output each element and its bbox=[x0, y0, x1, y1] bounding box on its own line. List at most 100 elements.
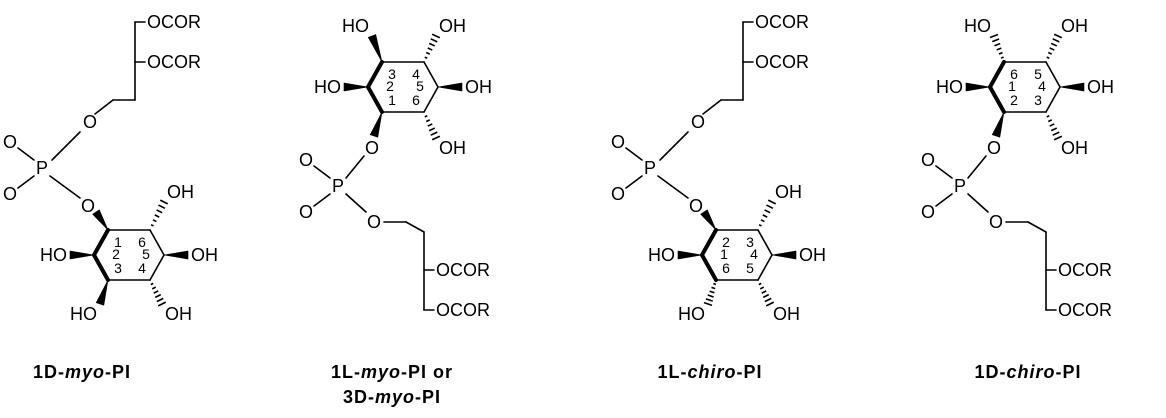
hydroxyl-label: OH bbox=[191, 245, 218, 265]
hydroxyl-label: OH bbox=[1061, 16, 1088, 36]
hashed-bond bbox=[150, 199, 169, 227]
hydroxyl-label: OH bbox=[165, 304, 192, 324]
ring-position-number: 4 bbox=[1038, 78, 1046, 94]
wedge-bond bbox=[69, 250, 95, 260]
wedge-bond bbox=[367, 34, 383, 63]
bond bbox=[1027, 221, 1047, 233]
hashed-bond bbox=[1046, 33, 1063, 59]
ring-position-number: 5 bbox=[1034, 66, 1042, 82]
oxygen-label: O bbox=[367, 212, 381, 232]
phosphorus-label: P bbox=[644, 158, 656, 178]
acyl-ester-label: OCOR bbox=[1058, 300, 1112, 320]
bond bbox=[49, 175, 81, 199]
oxygen-label: O bbox=[989, 212, 1003, 232]
ring-bond bbox=[1045, 86, 1061, 113]
bond bbox=[625, 147, 643, 161]
acyl-ester-label: OCOR bbox=[436, 260, 490, 280]
ring-bond bbox=[1045, 61, 1061, 88]
bond bbox=[935, 193, 953, 207]
ring-bond bbox=[149, 254, 165, 281]
ring-position-number: 1 bbox=[1008, 78, 1016, 94]
inositol-ring bbox=[988, 60, 1061, 114]
hydroxyl-label: OH bbox=[167, 182, 194, 202]
diacylglycerol-chain: OCOR OCOR bbox=[94, 12, 201, 115]
wedge-bond bbox=[991, 111, 1005, 138]
acyl-ester-label: OCOR bbox=[147, 52, 201, 72]
ring-bond bbox=[423, 61, 439, 88]
hydroxyl-label: OH bbox=[799, 245, 826, 265]
hydroxyl-label: HO bbox=[936, 77, 963, 97]
bond bbox=[17, 147, 35, 161]
ring-position-number: 5 bbox=[142, 246, 150, 262]
bond bbox=[51, 131, 81, 161]
wedge-bond bbox=[343, 82, 369, 92]
ring-position-number: 2 bbox=[1010, 92, 1018, 108]
hydroxyl-label: OH bbox=[1087, 77, 1114, 97]
structure-caption: 1L-chiro-PI bbox=[657, 362, 762, 382]
oxygen-label: O bbox=[83, 112, 97, 132]
bond bbox=[935, 165, 953, 179]
wedge-bond bbox=[95, 279, 109, 306]
acyl-ester-label: OCOR bbox=[147, 12, 201, 32]
ring-position-number: 1 bbox=[388, 92, 396, 108]
ring-position-number: 5 bbox=[416, 78, 424, 94]
hashed-bond bbox=[758, 282, 775, 307]
ring-position-number: 1 bbox=[720, 246, 728, 262]
ring-bold-edge bbox=[700, 253, 718, 282]
hydroxyl-label: OH bbox=[439, 138, 466, 158]
ring-bold-edge bbox=[700, 228, 718, 257]
bond bbox=[313, 193, 331, 207]
phosphorus-label: P bbox=[332, 176, 344, 196]
oxygen-label: O bbox=[689, 196, 703, 216]
ring-bold-edge bbox=[92, 228, 110, 257]
ring-position-number: 4 bbox=[750, 246, 758, 262]
oxygen-label: O bbox=[3, 132, 17, 152]
hydroxyl-label: HO bbox=[342, 16, 369, 36]
ring-position-number: 3 bbox=[114, 260, 122, 276]
hydroxyl-label: OH bbox=[1061, 138, 1088, 158]
ring-bold-edge bbox=[366, 60, 384, 89]
ring-bold-edge bbox=[988, 85, 1006, 114]
hydroxyl-label: HO bbox=[964, 16, 991, 36]
bond bbox=[625, 175, 643, 189]
structure-caption: 1D-chiro-PI bbox=[974, 362, 1081, 382]
hydroxyl-label: HO bbox=[70, 304, 97, 324]
ring-position-number: 2 bbox=[722, 234, 730, 250]
acyl-ester-label: OCOR bbox=[436, 300, 490, 320]
ring-position-number: 4 bbox=[138, 260, 146, 276]
ring-position-number: 5 bbox=[746, 260, 754, 276]
phosphorus-label: P bbox=[954, 176, 966, 196]
ring-position-number: 6 bbox=[1010, 66, 1018, 82]
acyl-ester-label: OCOR bbox=[755, 52, 809, 72]
oxygen-label: O bbox=[365, 138, 379, 158]
phosphate-group: PO O bbox=[299, 150, 344, 222]
oxygen-label: O bbox=[921, 202, 935, 222]
ring-position-number: 2 bbox=[386, 78, 394, 94]
ring-position-number: 6 bbox=[138, 234, 146, 250]
oxygen-label: O bbox=[299, 150, 313, 170]
bond bbox=[94, 99, 114, 115]
wedge-bond bbox=[92, 209, 109, 231]
wedge-bond bbox=[163, 250, 189, 260]
bond bbox=[313, 165, 331, 179]
bond bbox=[17, 175, 35, 189]
ring-position-number: 6 bbox=[412, 92, 420, 108]
inositol-ring bbox=[92, 228, 165, 282]
inositol-ring bbox=[366, 60, 439, 114]
hydroxyl-label: OH bbox=[773, 304, 800, 324]
diacylglycerol-chain: OCOR OCOR bbox=[383, 221, 490, 320]
oxygen-label: O bbox=[921, 150, 935, 170]
hydroxyl-label: HO bbox=[314, 77, 341, 97]
phosphate-group: PO O bbox=[921, 150, 966, 222]
hydroxyl-label: OH bbox=[775, 182, 802, 202]
oxygen-label: O bbox=[3, 184, 17, 204]
bond bbox=[345, 193, 367, 213]
oxygen-label: O bbox=[611, 184, 625, 204]
hydroxyl-label: OH bbox=[439, 16, 466, 36]
oxygen-label: O bbox=[299, 202, 313, 222]
